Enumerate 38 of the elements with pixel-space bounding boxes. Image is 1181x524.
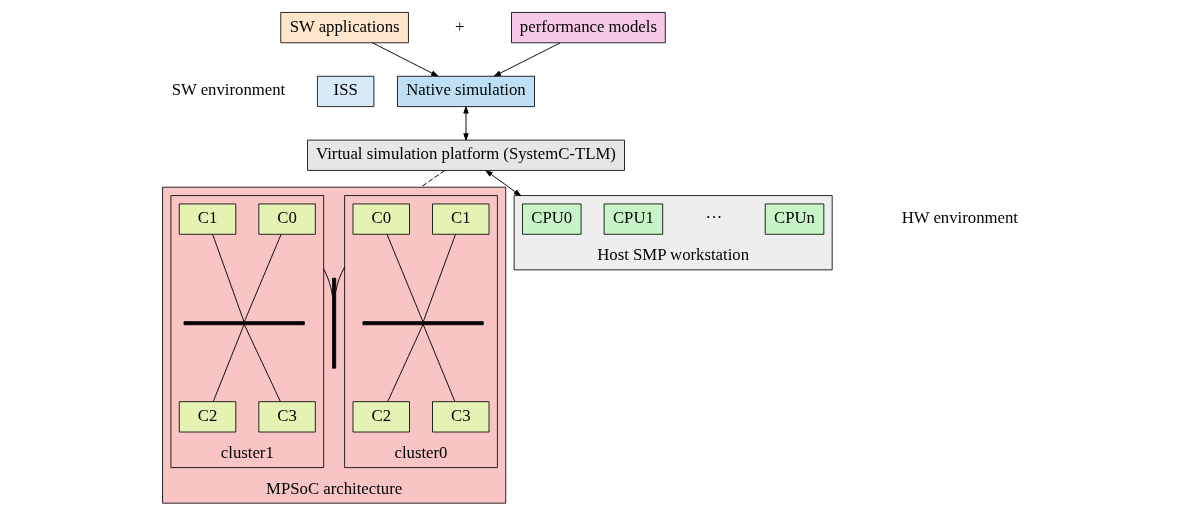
connector [422, 324, 456, 403]
node-box: C2 [352, 401, 410, 433]
connector [335, 266, 346, 292]
arrow [372, 42, 439, 77]
node-box: Virtual simulation platform (SystemC-TLM) [307, 139, 625, 171]
label: + [454, 16, 465, 36]
connector [243, 324, 281, 403]
node-box: Native simulation [397, 75, 535, 108]
connector [212, 324, 245, 403]
arrow [463, 106, 469, 141]
connector [387, 324, 424, 403]
label: SW environment [171, 80, 286, 100]
connector [244, 233, 282, 322]
node-box: C2 [178, 401, 237, 433]
node-box: performance models [511, 12, 666, 44]
connector [323, 268, 334, 297]
node-box: CPU0 [522, 203, 582, 235]
connector [422, 233, 456, 322]
node-box: C3 [258, 401, 316, 433]
node-box: ISS [317, 75, 375, 108]
node-box: C0 [352, 203, 410, 235]
node-box: SW applications [280, 12, 409, 44]
connector [386, 233, 424, 322]
node-bar [332, 277, 337, 369]
arrow [485, 170, 521, 197]
connector [420, 170, 446, 188]
node-bar [362, 321, 484, 326]
arrow [493, 42, 561, 77]
connector [212, 233, 245, 322]
node-box: C3 [432, 401, 490, 433]
node-box: C0 [258, 203, 316, 235]
node-box: C1 [432, 203, 490, 235]
label: ··· [705, 208, 723, 228]
node-box: C1 [178, 203, 237, 235]
node-box: CPUn [764, 203, 825, 235]
node-bar [183, 321, 305, 326]
node-box: CPU1 [603, 203, 664, 235]
label: HW environment [901, 208, 1019, 228]
